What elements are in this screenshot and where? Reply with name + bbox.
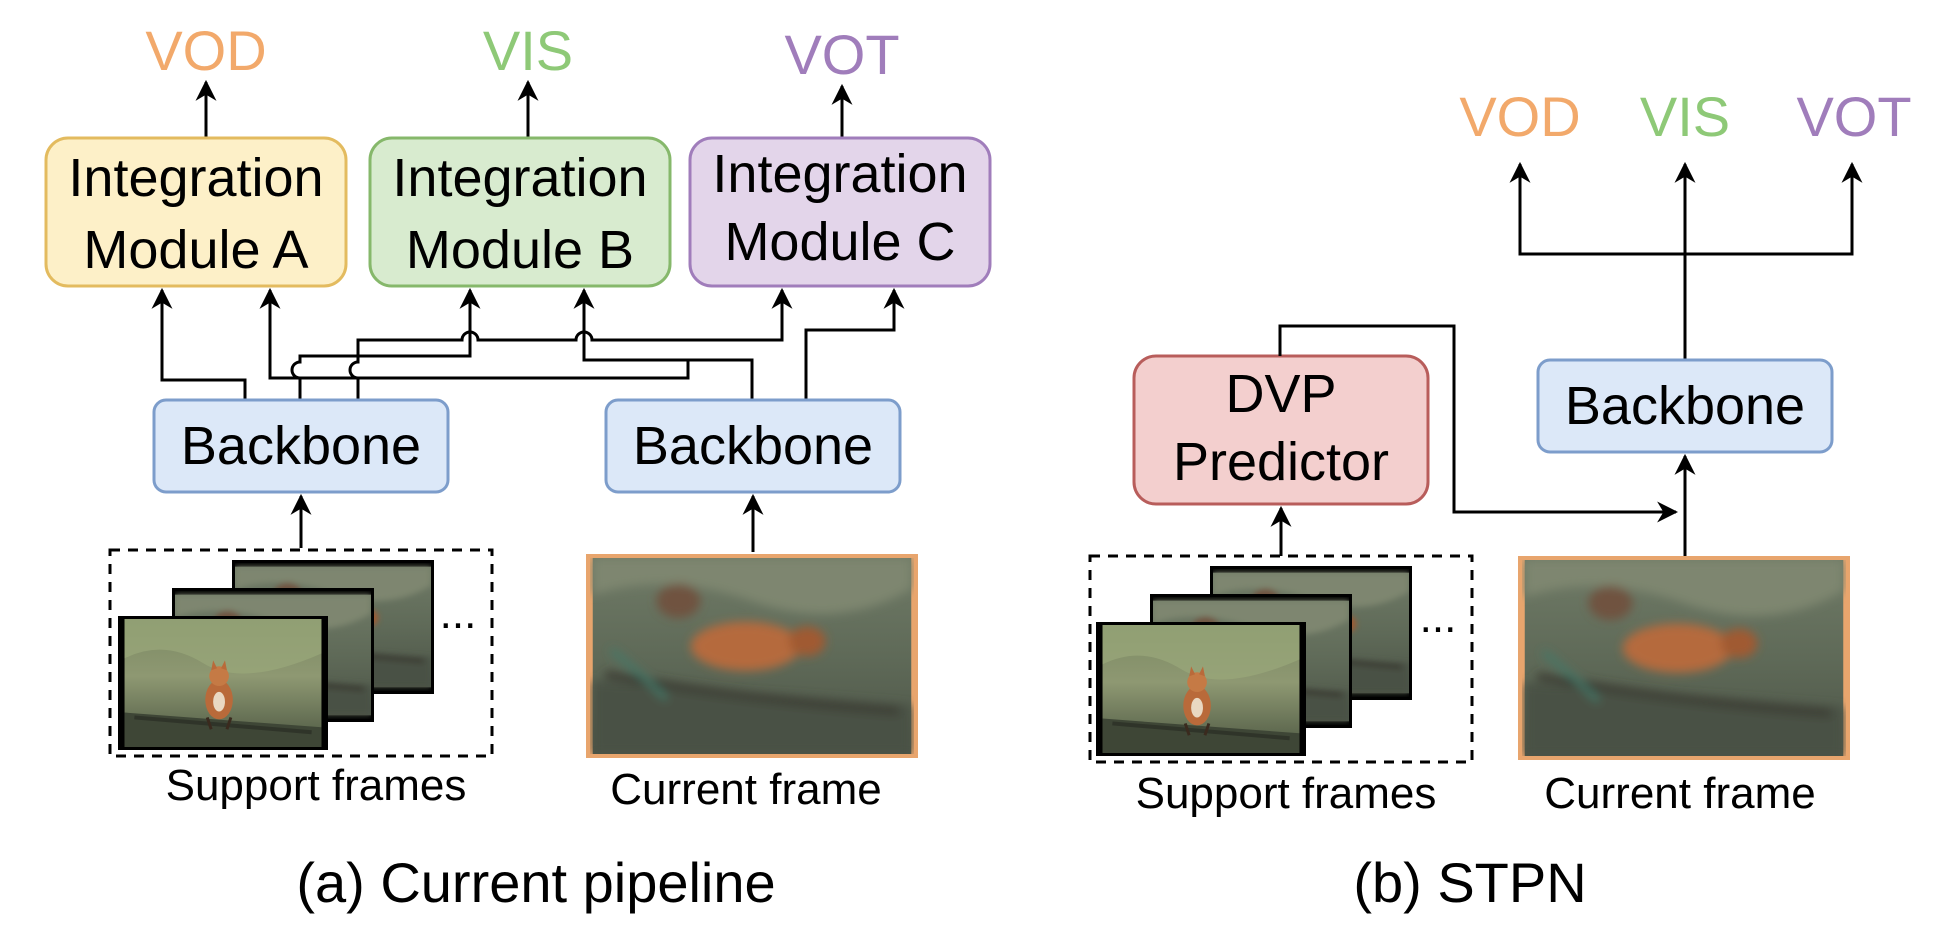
stpn-output-vod-label: VOD <box>1459 85 1580 148</box>
backbone-right-label: Backbone <box>633 416 873 476</box>
dvp-line1: DVP <box>1225 364 1336 424</box>
current-frame-label-b: Current frame <box>1544 769 1815 818</box>
caption-current-pipeline: (a) Current pipeline <box>296 851 775 914</box>
output-vod-label: VOD <box>145 19 266 82</box>
stpn-backbone-label: Backbone <box>1565 376 1805 436</box>
module-a-line2: Module A <box>83 220 308 280</box>
caption-stpn: (b) STPN <box>1353 851 1586 914</box>
backbone-left-label: Backbone <box>181 416 421 476</box>
current-frame-label-a: Current frame <box>610 765 881 814</box>
panel-a: VOD VIS VOT Integration Module A Integra… <box>44 19 992 914</box>
panel-b: VOD VIS VOT Backbone DVP Predictor <box>1088 85 1912 914</box>
backbone-left: Backbone <box>152 398 450 494</box>
output-vot-label: VOT <box>784 23 899 86</box>
module-c-line2: Module C <box>724 212 955 272</box>
stpn-support-frame-stack <box>1096 566 1412 756</box>
support-frames-group-b: ... <box>1088 554 1474 764</box>
module-b-line1: Integration <box>392 148 647 208</box>
backbone-right: Backbone <box>604 398 902 494</box>
current-frame-b <box>1518 556 1850 760</box>
stpn-support-frames-dashed-box <box>1088 554 1474 764</box>
module-a-line1: Integration <box>68 148 323 208</box>
stpn-connectors <box>1270 324 1696 556</box>
output-vis-label: VIS <box>483 19 573 82</box>
module-c-line1: Integration <box>712 144 967 204</box>
support-frames-label-b: Support frames <box>1136 769 1437 818</box>
integration-module-b: Integration Module B <box>368 136 672 288</box>
dvp-line2: Predictor <box>1173 432 1389 492</box>
support-frames-label-a: Support frames <box>166 761 467 810</box>
stpn-output-arrows <box>1509 161 1863 360</box>
dvp-predictor: DVP Predictor <box>1132 354 1430 506</box>
support-frames-group-a: ... <box>108 548 494 758</box>
current-frame-a <box>586 554 918 758</box>
stpn-output-vis-label: VIS <box>1640 85 1730 148</box>
stpn-output-vot-label: VOT <box>1796 85 1911 148</box>
support-frames-dashed-box <box>108 548 494 758</box>
support-frames-ellipsis: ... <box>440 589 477 638</box>
connector-lines <box>151 290 905 400</box>
integration-module-a: Integration Module A <box>44 136 348 288</box>
integration-module-c: Integration Module C <box>688 136 992 288</box>
stpn-support-frames-ellipsis: ... <box>1420 593 1457 642</box>
support-frame-stack <box>118 560 434 750</box>
stpn-backbone: Backbone <box>1536 358 1834 454</box>
module-b-line2: Module B <box>406 220 634 280</box>
